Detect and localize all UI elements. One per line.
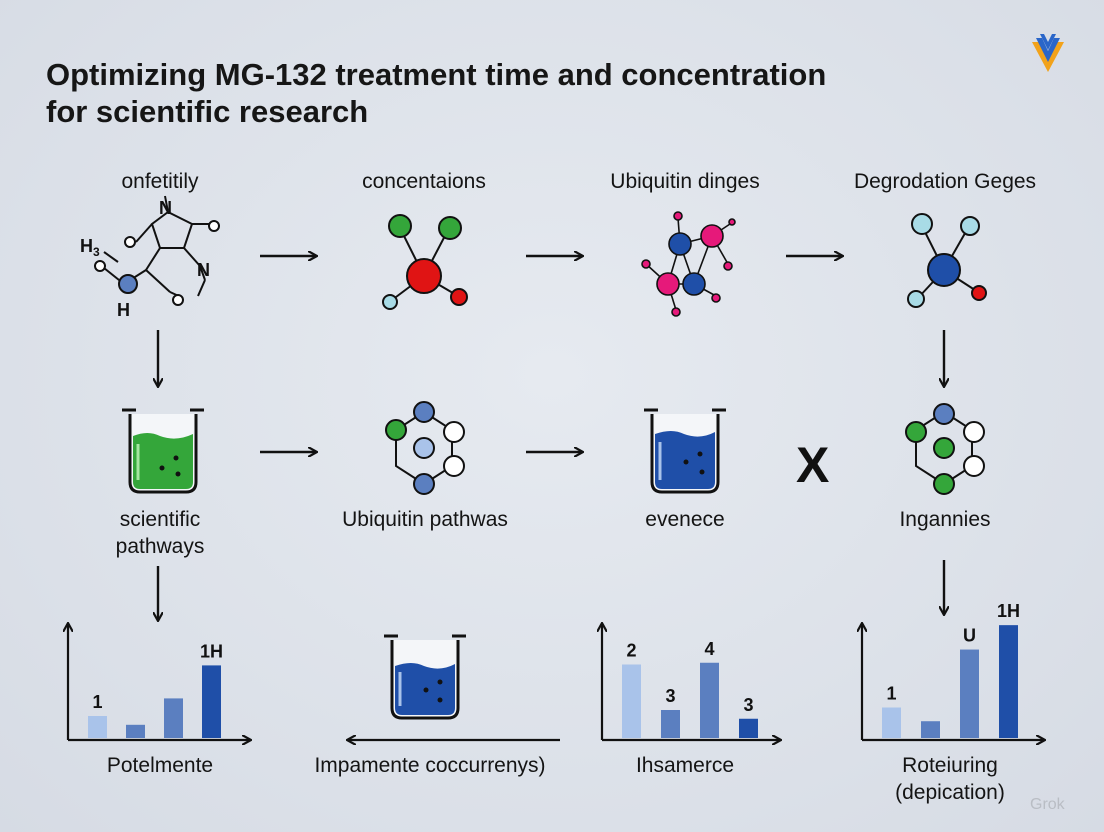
bottom-label-2: Impamente coccurrenys) bbox=[314, 754, 546, 777]
molecule-h-bottom-label: H bbox=[117, 300, 130, 320]
chart-3-axes bbox=[862, 624, 1044, 740]
top-label-2: concentaions bbox=[362, 170, 486, 193]
chart-3-data-label-3: U bbox=[963, 626, 976, 646]
top-label-4: Degrodation Geges bbox=[853, 170, 1037, 193]
page-title: Optimizing MG-132 treatment time and con… bbox=[46, 56, 946, 130]
chart-1-axes bbox=[68, 624, 250, 740]
molecule-n-right-label: N bbox=[197, 260, 210, 280]
chart-3-data-label-1: 1 bbox=[886, 684, 896, 704]
chart-3-bar-4 bbox=[999, 625, 1018, 738]
mid-label-4: Ingannies bbox=[899, 508, 991, 531]
chart-2-data-label-4: 3 bbox=[743, 695, 753, 715]
chart-2-bar-1 bbox=[622, 664, 641, 738]
mid-label-3: evenece bbox=[645, 508, 725, 531]
top-label-1: onfetitily bbox=[121, 170, 199, 193]
chart-2-data-label-2: 3 bbox=[665, 686, 675, 706]
chart-3-data-label-4: 1H bbox=[997, 601, 1020, 621]
mid-label-2: Ubiquitin pathwas bbox=[342, 508, 508, 531]
chart-3: 1 U 1H bbox=[882, 601, 1020, 738]
chart-1-data-label-4: 1H bbox=[200, 641, 223, 661]
mid-label-1: scientific pathways bbox=[115, 508, 205, 558]
chart-2-bar-2 bbox=[661, 710, 680, 738]
chart-1-bar-2 bbox=[126, 724, 145, 738]
bottom-label-3: Ihsamerce bbox=[635, 754, 735, 777]
molecule-red-center-icon bbox=[382, 214, 468, 310]
x-mark: X bbox=[796, 437, 829, 493]
chart-1-bar-1 bbox=[88, 716, 107, 738]
chart-2-data-label-3: 4 bbox=[704, 639, 714, 659]
chart-2: 2 3 4 3 bbox=[622, 639, 758, 738]
chart-2-axes bbox=[602, 624, 780, 740]
watermark-text: Grok bbox=[1030, 796, 1065, 813]
chart-1-bar-3 bbox=[164, 698, 183, 738]
title-line-2: for scientific research bbox=[46, 94, 369, 129]
chart-2-bar-4 bbox=[739, 718, 758, 738]
molecule-n-top-label: N bbox=[159, 198, 172, 218]
hexagon-ring-icon-1 bbox=[385, 401, 465, 495]
chart-2-bar-3 bbox=[700, 662, 719, 738]
brand-logo bbox=[1032, 34, 1064, 72]
title-line-1: Optimizing MG-132 treatment time and con… bbox=[46, 57, 827, 92]
hexagon-ring-icon-2 bbox=[905, 403, 985, 495]
beaker-blue-icon bbox=[644, 408, 726, 494]
molecule-blue-center-icon bbox=[907, 213, 987, 308]
chart-1: 1 1H bbox=[88, 641, 223, 738]
ubiquitin-network-icon bbox=[641, 211, 736, 317]
bottom-label-4: Roteiuring (depication) bbox=[895, 754, 1005, 804]
chart-3-bar-1 bbox=[882, 707, 901, 738]
beaker-green-icon bbox=[122, 408, 204, 494]
chart-3-bar-2 bbox=[921, 721, 940, 738]
molecule-h3-label: H3 bbox=[80, 236, 100, 259]
top-label-3: Ubiquitin dinges bbox=[610, 170, 760, 193]
chart-2-data-label-1: 2 bbox=[626, 641, 636, 661]
beaker-blue-icon-2 bbox=[384, 634, 466, 720]
bottom-label-1: Potelmente bbox=[106, 754, 214, 777]
chart-3-bar-3 bbox=[960, 649, 979, 738]
chart-1-bar-4 bbox=[202, 665, 221, 738]
molecule-structure-icon bbox=[94, 195, 220, 306]
chart-1-data-label-1: 1 bbox=[92, 692, 102, 712]
